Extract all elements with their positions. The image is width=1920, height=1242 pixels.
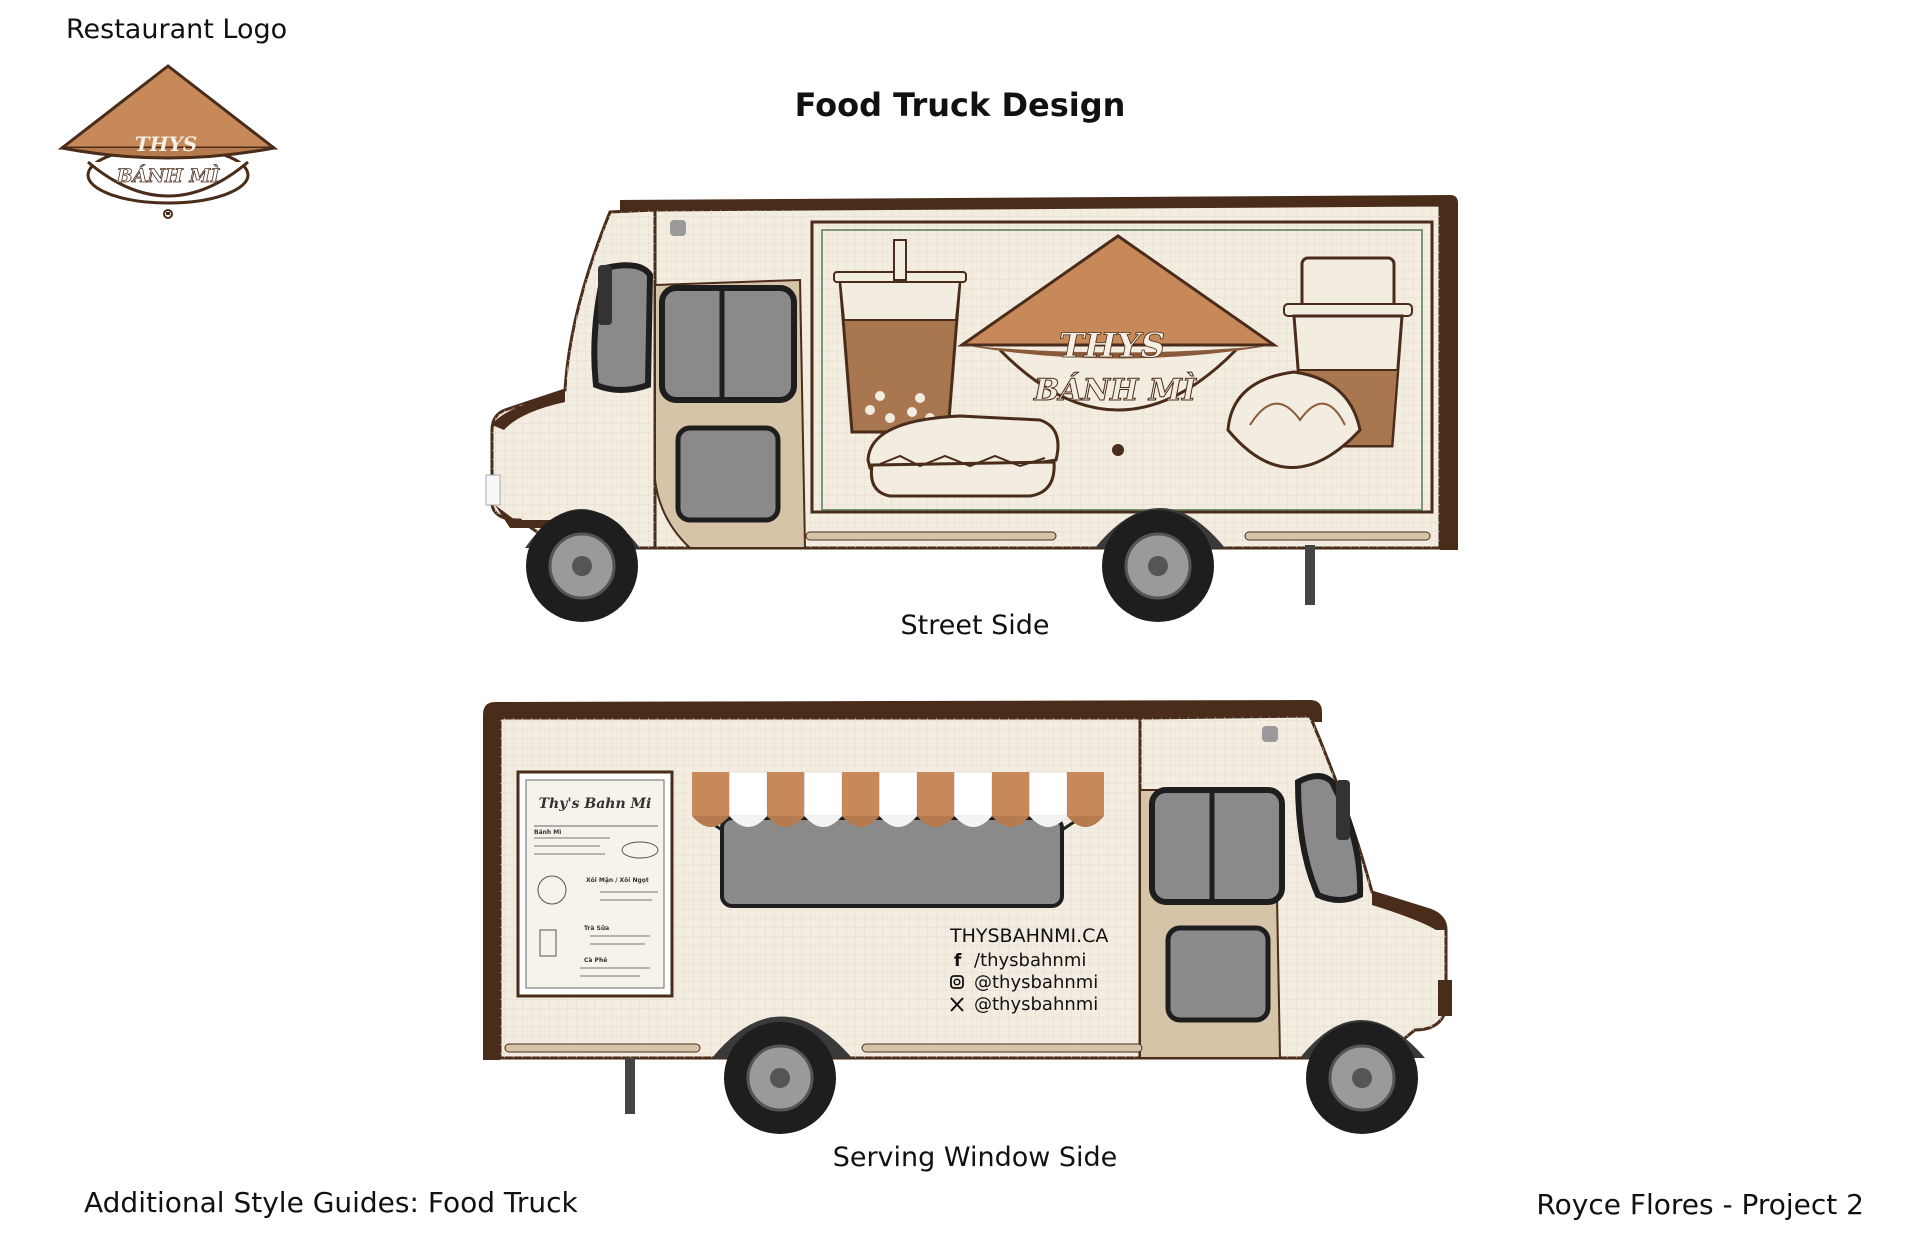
menu-board: [516, 770, 674, 998]
rear-wheel-street-icon: [1102, 510, 1214, 622]
serving-window-truck: Thy's Bahn Mi Bánh Mì Xôi Mặn / Xôi Ngọt…: [483, 700, 1452, 1134]
page-title: Food Truck Design: [794, 86, 1126, 124]
banh-mi-sandwich-illustration-icon: [866, 414, 1060, 498]
street-ad-brand-line2: BÁNH MÌ: [1033, 372, 1197, 408]
instagram-handle: @thysbahnmi: [974, 972, 1098, 993]
serving-window: [720, 816, 1064, 908]
instagram-icon: [950, 975, 964, 989]
menu-section-banh-mi: Bánh Mì: [534, 829, 561, 836]
rear-wheel-window-icon: [724, 1022, 836, 1134]
logo-brand-line1: THYS: [135, 132, 198, 156]
hat-illustration-icon: [957, 234, 1279, 456]
street-side-caption: Street Side: [900, 610, 1050, 641]
front-wheel-window-icon: [1306, 1022, 1418, 1134]
x-icon: [950, 997, 964, 1012]
conical-hat-logo-icon: [57, 64, 279, 219]
facebook-icon: f: [954, 951, 962, 971]
logo-brand-line2: BÁNH MÌ: [116, 164, 221, 187]
street-side-truck: THYS BÁNH MÌ: [485, 195, 1458, 622]
logo-caption: Restaurant Logo: [66, 14, 288, 45]
menu-section-ca-phe: Cà Phê: [584, 957, 607, 964]
menu-section-xoi: Xôi Mặn / Xôi Ngọt: [586, 877, 649, 884]
serving-window-caption: Serving Window Side: [832, 1142, 1118, 1173]
x-handle: @thysbahnmi: [974, 994, 1098, 1015]
front-wheel-street-icon: [526, 510, 638, 622]
footer-left-text: Additional Style Guides: Food Truck: [84, 1186, 578, 1219]
menu-section-tra-sua: Trà Sữa: [584, 925, 609, 932]
awning: [692, 771, 1104, 827]
xoi-bowl-illustration-icon: [1226, 370, 1362, 469]
menu-board-title: Thy's Bahn Mi: [539, 796, 652, 812]
footer-right-text: Royce Flores - Project 2: [1536, 1188, 1864, 1221]
street-ad-brand-line1: THYS: [1059, 326, 1165, 366]
website-text: THYSBAHNMI.CA: [949, 925, 1108, 947]
facebook-handle: /thysbahnmi: [974, 950, 1086, 971]
restaurant-logo: THYS BÁNH MÌ: [57, 64, 279, 219]
boba-tea-illustration-icon: [833, 239, 967, 434]
